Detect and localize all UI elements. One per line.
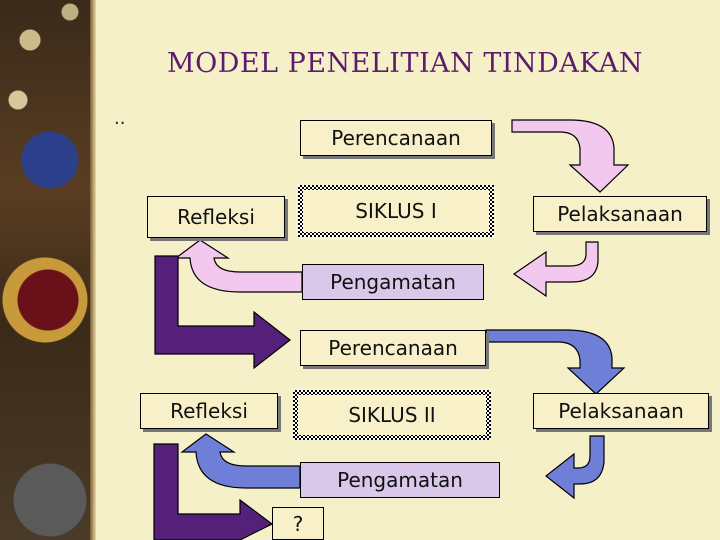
arrow-perencanaan-ii-to-pelaksanaan-ii — [485, 329, 626, 395]
pelaksanaan-box-2: Pelaksanaan — [533, 393, 709, 429]
arrow-pengamatan-to-refleksi — [174, 239, 303, 293]
arrow-pelaksanaan-ii-to-pengamatan-ii — [545, 435, 605, 500]
arrow-pengamatan-ii-to-refleksi-ii — [180, 433, 301, 489]
pengamatan-label-2: Pengamatan — [337, 468, 463, 492]
decorative-sidebar-photo — [0, 0, 96, 540]
arrow-pelaksanaan-to-pengamatan — [512, 241, 599, 298]
perencanaan-label-2: Perencanaan — [328, 336, 458, 360]
pengamatan-box-2: Pengamatan — [300, 462, 500, 498]
siklus-i-label: SIKLUS I — [355, 199, 437, 223]
perencanaan-box-1: Perencanaan — [300, 120, 492, 156]
question-label: ? — [292, 511, 304, 536]
siklus-i-box: SIKLUS I — [298, 185, 494, 237]
pelaksanaan-label-1: Pelaksanaan — [557, 202, 683, 226]
refleksi-box-2: Refleksi — [140, 393, 278, 429]
refleksi-label-2: Refleksi — [170, 399, 248, 423]
pelaksanaan-box-1: Pelaksanaan — [533, 196, 707, 232]
pengamatan-label-1: Pengamatan — [330, 270, 456, 294]
question-box: ? — [272, 507, 324, 540]
page-title: MODEL PENELITIAN TINDAKAN — [167, 48, 643, 79]
refleksi-label-1: Refleksi — [177, 205, 255, 229]
siklus-ii-box: SIKLUS II — [293, 390, 491, 440]
dots-marker: .. — [114, 108, 126, 129]
refleksi-box-1: Refleksi — [147, 196, 285, 238]
arrow-perencanaan-to-pelaksanaan — [511, 119, 630, 193]
pelaksanaan-label-2: Pelaksanaan — [558, 399, 684, 423]
siklus-ii-label: SIKLUS II — [348, 403, 436, 427]
arrow-refleksi-to-perencanaan-ii — [154, 255, 291, 370]
perencanaan-label-1: Perencanaan — [331, 126, 461, 150]
arrow-refleksi-ii-to-question — [153, 443, 274, 540]
perencanaan-box-2: Perencanaan — [300, 330, 486, 366]
sidebar-edge — [90, 0, 96, 540]
pengamatan-box-1: Pengamatan — [302, 264, 484, 300]
